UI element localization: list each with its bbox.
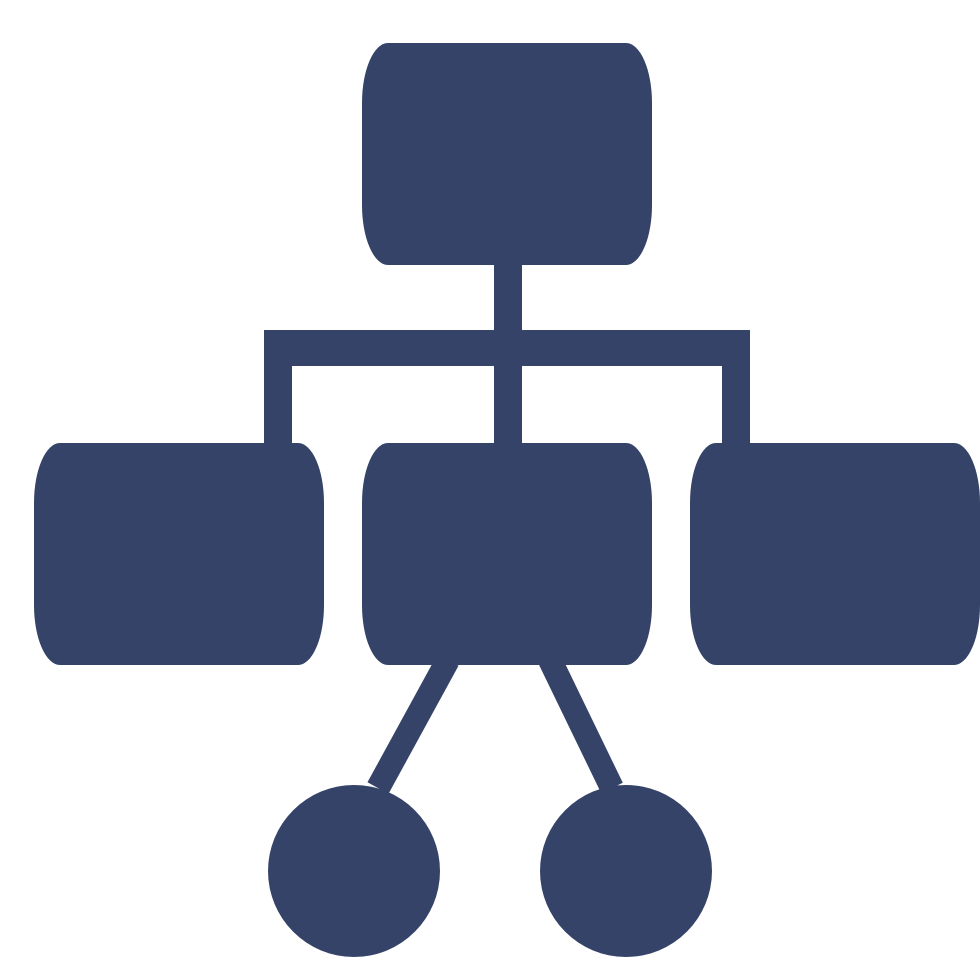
connector-leaf-left xyxy=(367,654,459,794)
node-child-right xyxy=(690,443,980,665)
connector-drop-right xyxy=(722,330,750,446)
connector-root-stem xyxy=(494,262,522,334)
connectors xyxy=(264,262,750,794)
node-child-left xyxy=(34,443,324,665)
connector-drop-center xyxy=(494,330,522,446)
connector-leaf-right xyxy=(539,654,623,794)
nodes xyxy=(34,43,980,957)
node-leaf-left xyxy=(268,785,440,957)
connector-drop-left xyxy=(264,330,292,446)
node-leaf-right xyxy=(540,785,712,957)
node-child-center xyxy=(362,443,652,665)
node-root xyxy=(362,43,652,265)
